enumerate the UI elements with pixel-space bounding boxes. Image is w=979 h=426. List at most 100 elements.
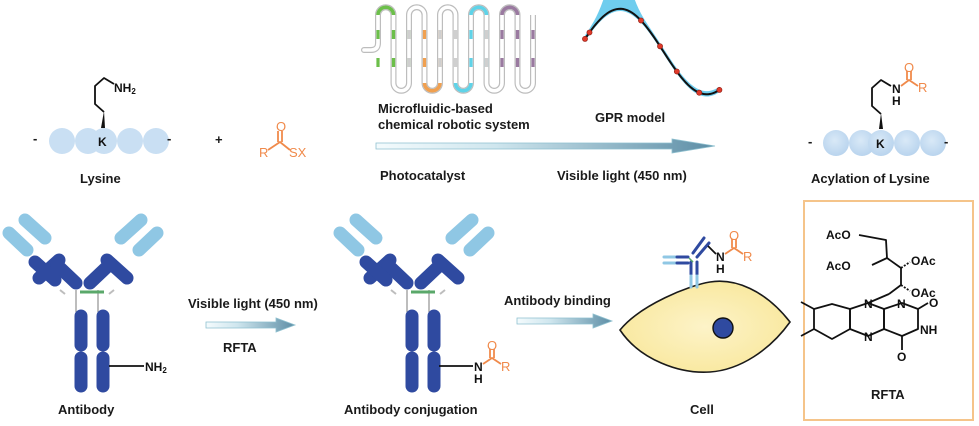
- chip-bend-green: [376, 5, 396, 16]
- chip-channel-outline: [361, 4, 536, 94]
- chain-end-right: -: [944, 134, 948, 149]
- gpr-data-point: [638, 17, 644, 24]
- product-label: Acylation of Lysine: [811, 171, 930, 186]
- chip-caption-line2: chemical robotic system: [378, 117, 530, 132]
- thioester-reagent: O R SX: [259, 119, 307, 160]
- acylated-lysine-structure: - - K N H O R Acylation of Lysine: [808, 60, 948, 186]
- chain-end-right: -: [167, 131, 171, 146]
- antibody-heavy-chain: [28, 255, 62, 287]
- light-link: [59, 289, 66, 295]
- antibody-label: Antibody: [58, 402, 115, 417]
- gpr-mean-line: [584, 7, 720, 96]
- rfta-aco-left: AcO: [826, 259, 851, 273]
- gpr-data-point: [582, 36, 588, 42]
- chip-slug: [407, 30, 411, 39]
- chip-slug: [531, 58, 535, 67]
- light-link: [108, 289, 115, 295]
- step2-label-top: Antibody binding: [504, 293, 611, 308]
- product-r: R: [918, 80, 927, 95]
- chain-end-left: -: [808, 134, 812, 149]
- reaction-arrow: [375, 138, 716, 154]
- lysine-residue-letter: K: [98, 135, 107, 149]
- product-h: H: [892, 94, 901, 108]
- rfta-oac-1: OAc: [911, 254, 936, 268]
- antibody-heavy-chain: [83, 258, 116, 290]
- thioester-bonds: [267, 140, 291, 151]
- antibody-light-chain: [463, 226, 495, 257]
- rfta-label: RFTA: [871, 387, 905, 402]
- chip-slug: [391, 58, 396, 67]
- product-n: N: [892, 82, 901, 96]
- ribityl-chain: [858, 234, 902, 295]
- antibody-light-chain: [349, 213, 383, 245]
- chip-channel-inner: [362, 5, 535, 93]
- bead: [823, 130, 849, 156]
- rfta-o-top: O: [929, 296, 938, 310]
- side-chain-bonds: [871, 79, 892, 115]
- gpr-caption: GPR model: [595, 110, 665, 125]
- thioester-sx: SX: [289, 145, 307, 160]
- gpr-data-point: [657, 43, 663, 50]
- chip-slug: [391, 30, 396, 39]
- chip-slug: [515, 58, 520, 67]
- cell-h: H: [716, 262, 725, 276]
- antibody-heavy-chain: [414, 258, 447, 290]
- c-o-bond: [871, 257, 888, 266]
- microfluidic-chip-icon: [361, 4, 536, 94]
- bead: [920, 130, 946, 156]
- antibody-light-chain: [114, 213, 148, 245]
- arrow-label-visible-light: Visible light (450 nm): [557, 168, 687, 183]
- bead: [849, 130, 875, 156]
- chip-slug: [469, 30, 473, 39]
- cell-membrane: [619, 280, 791, 373]
- bead: [143, 128, 169, 154]
- gpr-data-point: [586, 29, 593, 36]
- step1-label-bottom: RFTA: [223, 340, 257, 355]
- step1-label-top: Visible light (450 nm): [188, 296, 318, 311]
- methyl-bond: [800, 301, 815, 310]
- chip-bend-orange: [422, 82, 442, 93]
- antibody-light-chain: [445, 213, 479, 245]
- arrow-label-photocatalyst: Photocatalyst: [380, 168, 466, 183]
- rfta-nh: NH: [920, 323, 937, 337]
- chip-slug: [453, 30, 458, 39]
- rfta-box: [803, 200, 974, 421]
- gpr-data-point: [673, 68, 680, 75]
- rfta-oac-2: OAc: [911, 286, 936, 300]
- chip-bend-cyan: [453, 82, 473, 93]
- conj-o: O: [487, 338, 497, 353]
- n-c-bond: [867, 293, 890, 304]
- chip-slug: [407, 58, 411, 67]
- antibody-light-chain: [333, 226, 365, 257]
- antibody-icon: [2, 213, 164, 393]
- chip-slug: [500, 58, 504, 67]
- rfta-o-bottom: O: [897, 350, 906, 364]
- cell-amide-bond: [707, 245, 717, 255]
- chip-slug: [422, 58, 427, 67]
- light-link: [390, 289, 397, 295]
- gpr-data-point: [696, 89, 703, 96]
- c-o-bond: [917, 302, 929, 310]
- antibody-amine: NH2: [145, 360, 167, 375]
- chip-slug: [531, 30, 535, 39]
- chip-slug: [376, 30, 380, 39]
- chip-slug: [376, 58, 380, 67]
- bead: [117, 128, 143, 154]
- acyl-bonds: [724, 246, 744, 255]
- gpr-data-point: [716, 86, 723, 93]
- antibody-light-chain: [18, 213, 52, 245]
- antibody-conjugate-icon: [333, 213, 495, 393]
- rfta-n1: N: [864, 297, 873, 311]
- chip-slug: [469, 58, 473, 67]
- chip-slug: [484, 30, 489, 39]
- chip-bend-purple: [500, 5, 520, 16]
- conjugate-label: Antibody conjugation: [344, 402, 478, 417]
- rfta-n3: N: [897, 297, 906, 311]
- chip-slug: [453, 58, 458, 67]
- cell-n: N: [716, 250, 725, 264]
- rfta-structure: AcO AcO OAc OAc N N N NH O O: [800, 228, 938, 364]
- wedge-bond: [879, 113, 883, 129]
- chip-slug: [438, 58, 442, 67]
- rfta-n2: N: [864, 330, 873, 344]
- conj-r: R: [501, 359, 510, 374]
